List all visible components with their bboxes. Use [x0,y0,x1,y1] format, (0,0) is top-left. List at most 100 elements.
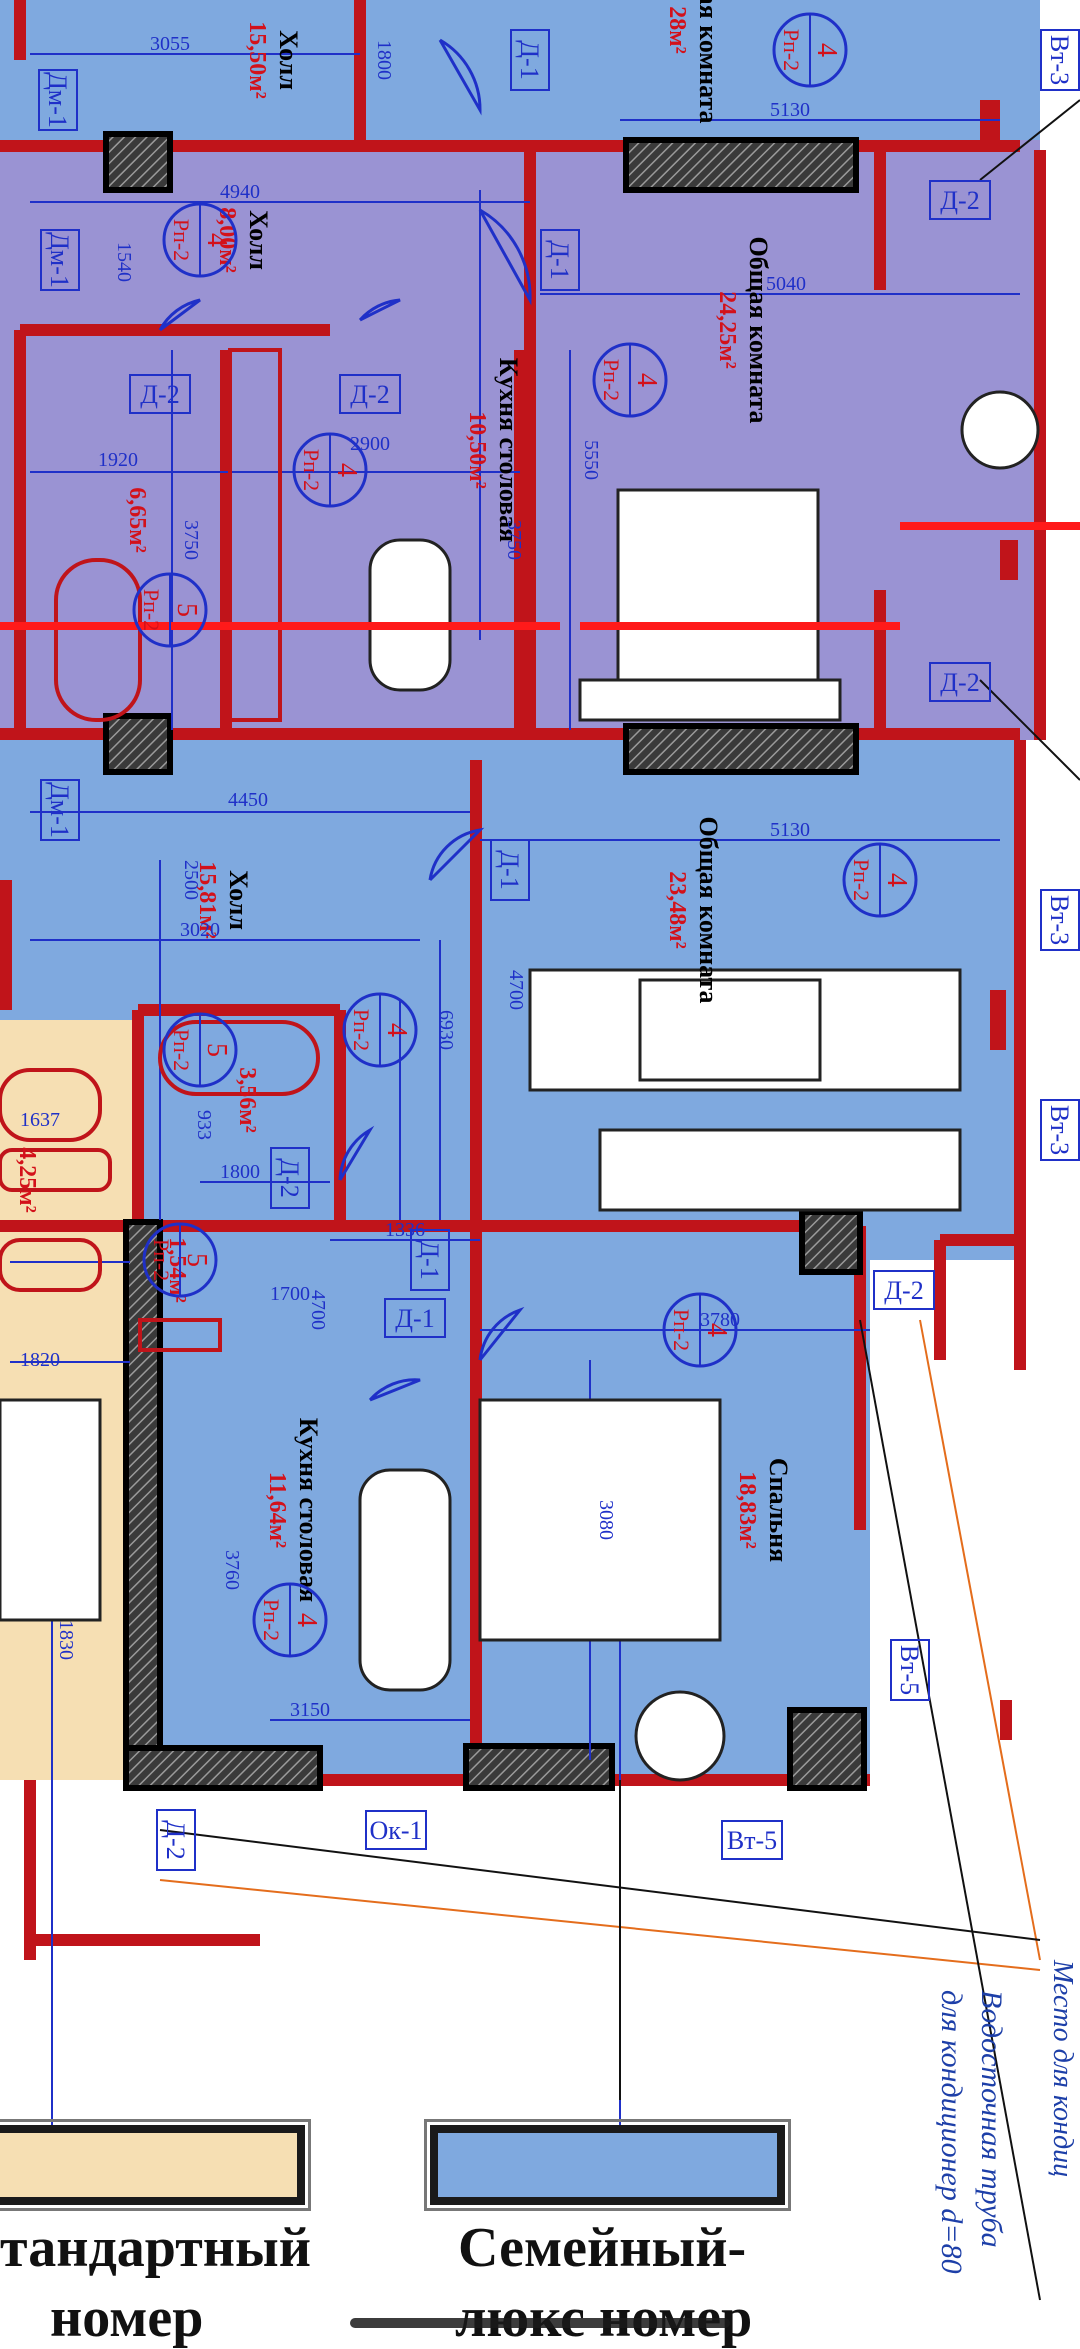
dimension-value: 4700 [505,970,527,1010]
room-name: Общая комната [694,817,723,1004]
room-area: 3,56м² [234,1067,260,1133]
tag-text: Дм-1 [45,232,74,288]
tag-text: Дм-1 [43,72,72,128]
dimension-value: 3020 [180,919,220,941]
bubble-marker: 4 Рп-2 [162,202,238,278]
structural-columns [103,131,867,1791]
bubble-code: Рп-2 [349,1009,374,1051]
room-area: 10,50м² [464,411,490,489]
bubble-marker: 4Рп-2 [292,432,368,508]
tag-text: Д-2 [161,1820,190,1859]
tag-door1: Д-1 [540,229,580,291]
tag-door1: Д-1 [490,839,530,901]
room-name: Холл [224,870,253,930]
tag-dm1: Дм-1 [38,69,78,131]
bubble-marker: 5 Рп-2 [162,1012,238,1088]
tag-text: Дм-1 [45,782,74,838]
dimension-value: 5130 [770,819,810,841]
legend-standard-line2: номер [50,2287,204,2349]
room-name: Холл [274,30,303,90]
dimension-value: 3780 [700,1309,740,1331]
dimension-value: 5130 [770,99,810,121]
tag-vt5: Вт-5 [721,1820,783,1860]
bubble-number: 4 [381,1023,412,1037]
furniture [0,390,1040,1782]
tag-text: Вт-5 [727,1826,777,1855]
room-name: Кухня столовая [494,358,523,542]
note-drain-pipe: Водосточная труба [975,1990,1008,2248]
dimension-value: 3760 [221,1550,243,1590]
fixtures [0,348,320,1352]
note-ac-pipe: для кондиционер d=80 [935,1990,968,2274]
room-area: 4,25м² [14,1147,40,1213]
tag-text: Д-1 [545,240,574,279]
tag-text: Д-2 [350,380,389,409]
tag-door2: Д-2 [873,1270,935,1310]
bubble-code: Рп-2 [779,29,804,71]
balcony-partitions [980,100,1018,1740]
tag-text: Д-2 [940,186,979,215]
bubble-code: Рп-2 [139,589,164,631]
home-indicator[interactable] [350,2318,730,2328]
dimension-value: 5040 [766,273,806,295]
tag-text: Д-2 [884,1276,923,1305]
bubble-number: 4 [201,233,232,247]
dimension-value: 1800 [373,40,395,80]
room-area: 24,25м² [714,291,740,369]
tag-door2: Д-2 [339,374,401,414]
dimension-value: 933 [193,1110,215,1140]
tag-door1: Д-1 [384,1298,446,1338]
bubble-number: 5 [201,1043,232,1057]
tag-text: Вт-3 [1045,895,1074,945]
tag-vt3: Вт-3 [1040,1099,1080,1161]
dimension-value: 1336 [385,1219,425,1241]
dimension-value: 3055 [150,33,190,55]
bubble-code: Рп-2 [259,1599,284,1641]
bubble-number: 4 [331,463,362,477]
tag-dm1: Дм-1 [40,779,80,841]
bubble-code: Рп-2 [849,859,874,901]
tag-door2: Д-2 [129,374,191,414]
bubble-number: 4 [631,373,662,387]
tag-text: Д-1 [415,1240,444,1279]
bubble-marker: 4Рп-2 [662,1292,738,1368]
bubble-marker: 4Рп-2 [592,342,668,418]
room-name: Общая комната [694,0,723,124]
room-fill-top-common [380,0,1040,140]
bubble-marker: 4 Рп-2 [842,842,918,918]
door-swings [158,38,532,1402]
bubble-number: 4 [881,873,912,887]
note-ac-place: Место для кондиц [1047,1960,1078,2178]
tag-door2: Д-2 [929,180,991,220]
dimension-value: 1820 [20,1349,60,1371]
bubble-marker: 5 Рп-2 [132,572,208,648]
tag-vt3: Вт-3 [1040,889,1080,951]
bubble-marker: 5Рп-2 [142,1222,218,1298]
tag-text: Д-1 [495,850,524,889]
dimension-value: 4940 [220,181,260,203]
tag-dm1: Дм-1 [40,229,80,291]
bubble-code: Рп-2 [169,1029,194,1071]
legend-standard-line1: тандартный [0,2217,311,2279]
legend-family-swatch [424,2119,791,2211]
tag-text: Вт-5 [895,1645,924,1695]
bubble-number: 5 [171,603,202,617]
room-area: 23,48м² [664,871,690,949]
dimension-value: 4700 [307,1290,329,1330]
legend-standard-swatch [0,2119,311,2211]
tag-text: Вт-3 [1045,35,1074,85]
bubble-marker: 4Рп-2 [252,1582,328,1658]
bubble-code: Рп-2 [169,219,194,261]
section-cut-lines [0,522,1080,630]
bubble-code: Рп-2 [669,1309,694,1351]
room-area: 18,83м² [734,1471,760,1549]
dimension-value: 4450 [228,789,268,811]
room-area: 28м² [664,6,690,54]
tag-text: Д-2 [275,1158,304,1197]
bubble-code: Рп-2 [149,1239,174,1281]
room-name: Холл [244,210,273,270]
